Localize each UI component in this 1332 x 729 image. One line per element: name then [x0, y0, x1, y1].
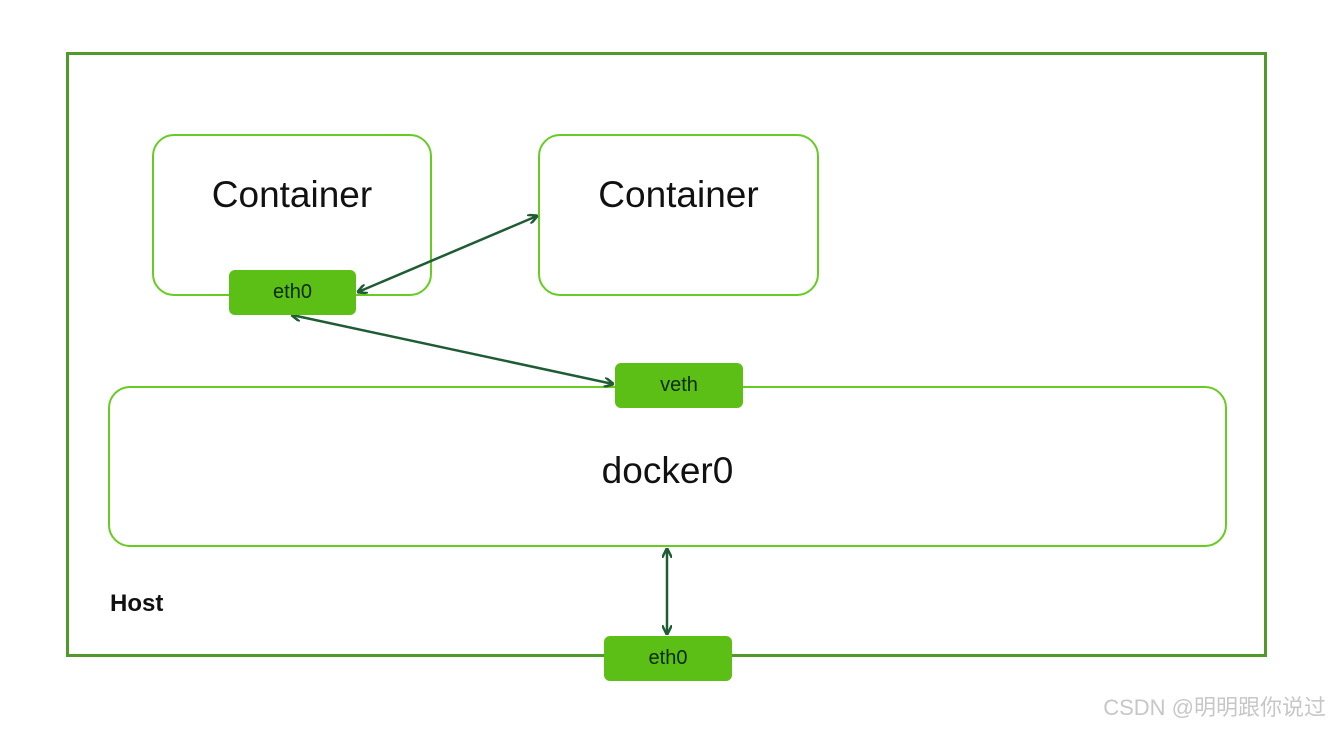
docker0-bridge-box: docker0: [108, 386, 1227, 547]
container-right-box: Container: [538, 134, 819, 296]
docker0-label: docker0: [601, 450, 734, 491]
container-eth0-interface: eth0: [229, 270, 356, 315]
container-left-label: Container: [211, 174, 373, 215]
veth-interface: veth: [615, 363, 743, 408]
host-eth0-interface: eth0: [604, 636, 732, 681]
host-label: Host: [110, 590, 164, 617]
container-right-label: Container: [598, 174, 759, 215]
watermark: CSDN @明明跟你说过: [1103, 695, 1326, 720]
